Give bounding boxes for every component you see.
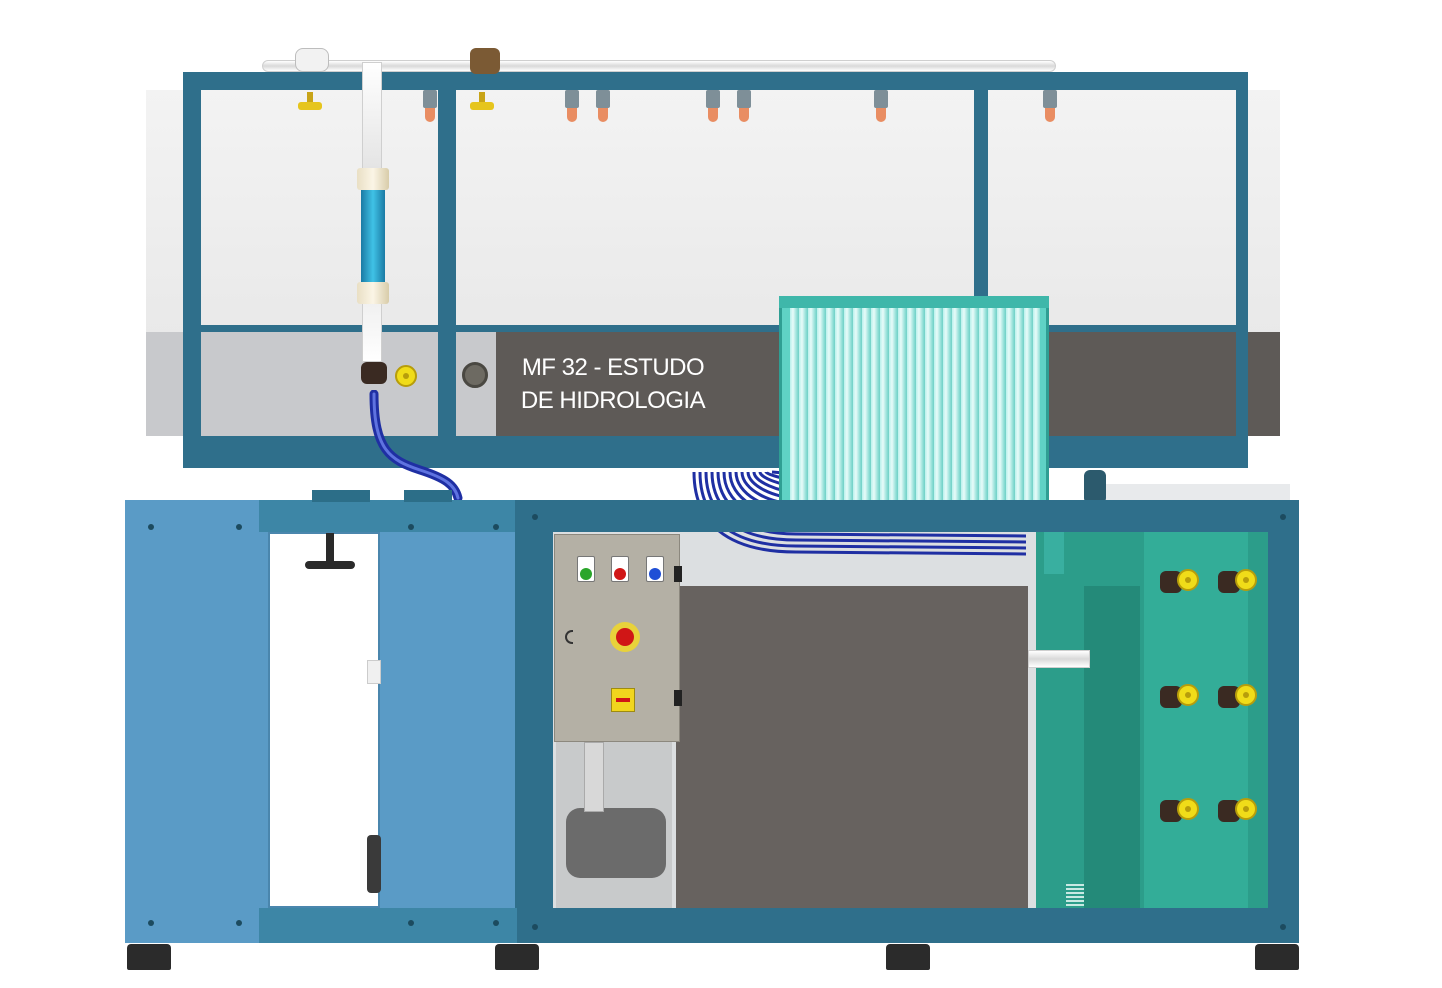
right-frame-post [1236, 72, 1248, 468]
run-indicator-blue [646, 556, 664, 582]
emergency-stop-icon[interactable] [610, 622, 640, 652]
blue-hose [369, 390, 463, 502]
supply-pipe [262, 60, 1056, 72]
leveling-foot [495, 944, 539, 970]
support-valve [1084, 470, 1106, 504]
ceiling-valve[interactable] [470, 92, 494, 112]
drain-valve-handwheel[interactable] [462, 362, 488, 388]
screw [532, 924, 538, 930]
screw [532, 514, 538, 520]
screw [148, 524, 154, 530]
screw [408, 524, 414, 530]
screw [236, 524, 242, 530]
drain-grate [1066, 884, 1084, 906]
cabinet-right-left-post [515, 500, 553, 943]
brass-fitting [470, 48, 500, 74]
cabinet-right-top-rail [515, 500, 1299, 532]
gate-valve-icon[interactable] [1177, 569, 1199, 591]
screw [408, 920, 414, 926]
spray-nozzle-icon [1043, 90, 1057, 122]
frame-post [438, 90, 448, 468]
power-indicator-green [577, 556, 595, 582]
table-surface [1106, 484, 1290, 500]
leveling-foot [127, 944, 171, 970]
ceiling-valve[interactable] [298, 92, 322, 112]
flow-control-valve-body [361, 362, 387, 384]
spray-nozzle-icon [423, 90, 437, 122]
pump-icon [566, 808, 666, 878]
selector-switch[interactable] [611, 688, 635, 712]
screw [148, 920, 154, 926]
rain-simulator-tank [146, 90, 1280, 336]
pipe-union [295, 48, 329, 72]
flow-control-valve-handwheel[interactable] [395, 365, 417, 387]
screw [1280, 924, 1286, 930]
channel-inner [1084, 586, 1140, 910]
spray-nozzle-icon [596, 90, 610, 122]
gate-valve-icon[interactable] [1235, 798, 1257, 820]
panel-hinge [674, 566, 682, 582]
screw [493, 524, 499, 530]
overflow-pipe [1028, 650, 1090, 668]
panel-lock-icon[interactable] [565, 630, 573, 644]
bottom-frame-rail [183, 436, 1248, 468]
spray-nozzle-icon [565, 90, 579, 122]
piezometer-side-pipe [1044, 528, 1064, 574]
left-frame-post [183, 72, 201, 468]
leveling-foot [1255, 944, 1299, 970]
valve-manifold-panel [1144, 532, 1248, 910]
screw [1280, 514, 1286, 520]
piezometer-tubes [790, 304, 1040, 522]
mount-bracket [404, 490, 452, 502]
screw [236, 920, 242, 926]
mid-frame-rail [183, 325, 1248, 332]
gate-valve-icon[interactable] [1235, 569, 1257, 591]
piezometer-header [779, 296, 1049, 308]
frame-post [974, 90, 988, 330]
cabinet-right-right-post [1268, 500, 1299, 943]
frame-post [446, 72, 456, 468]
cabinet-window [268, 532, 380, 908]
gate-valve-icon[interactable] [1177, 684, 1199, 706]
mount-bracket [312, 490, 370, 502]
pump-valve-icon [305, 533, 355, 571]
cabinet-top-rail [259, 500, 517, 532]
cabinet-left-bottom-rail [259, 908, 517, 943]
gate-valve-icon[interactable] [1235, 684, 1257, 706]
machine-label: MF 32 - ESTUDO DE HIDROLOGIA [498, 336, 728, 432]
machine-label-line1: MF 32 - ESTUDO [521, 354, 705, 381]
reservoir-tank [676, 586, 1028, 910]
pump-motor [367, 835, 381, 893]
pipe-stub [367, 660, 381, 684]
spray-nozzle-icon [706, 90, 720, 122]
gate-valve-icon[interactable] [1177, 798, 1199, 820]
spray-nozzle-icon [737, 90, 751, 122]
top-frame-rail [183, 72, 1246, 90]
leveling-foot [886, 944, 930, 970]
rotameter-icon [357, 168, 389, 304]
cabinet-right-bottom-rail [515, 908, 1299, 943]
screw [493, 920, 499, 926]
fault-indicator-red [611, 556, 629, 582]
machine-label-line2: DE HIDROLOGIA [520, 387, 706, 414]
pump-suction-pipe [584, 742, 604, 812]
panel-hinge [674, 690, 682, 706]
spray-nozzle-icon [874, 90, 888, 122]
